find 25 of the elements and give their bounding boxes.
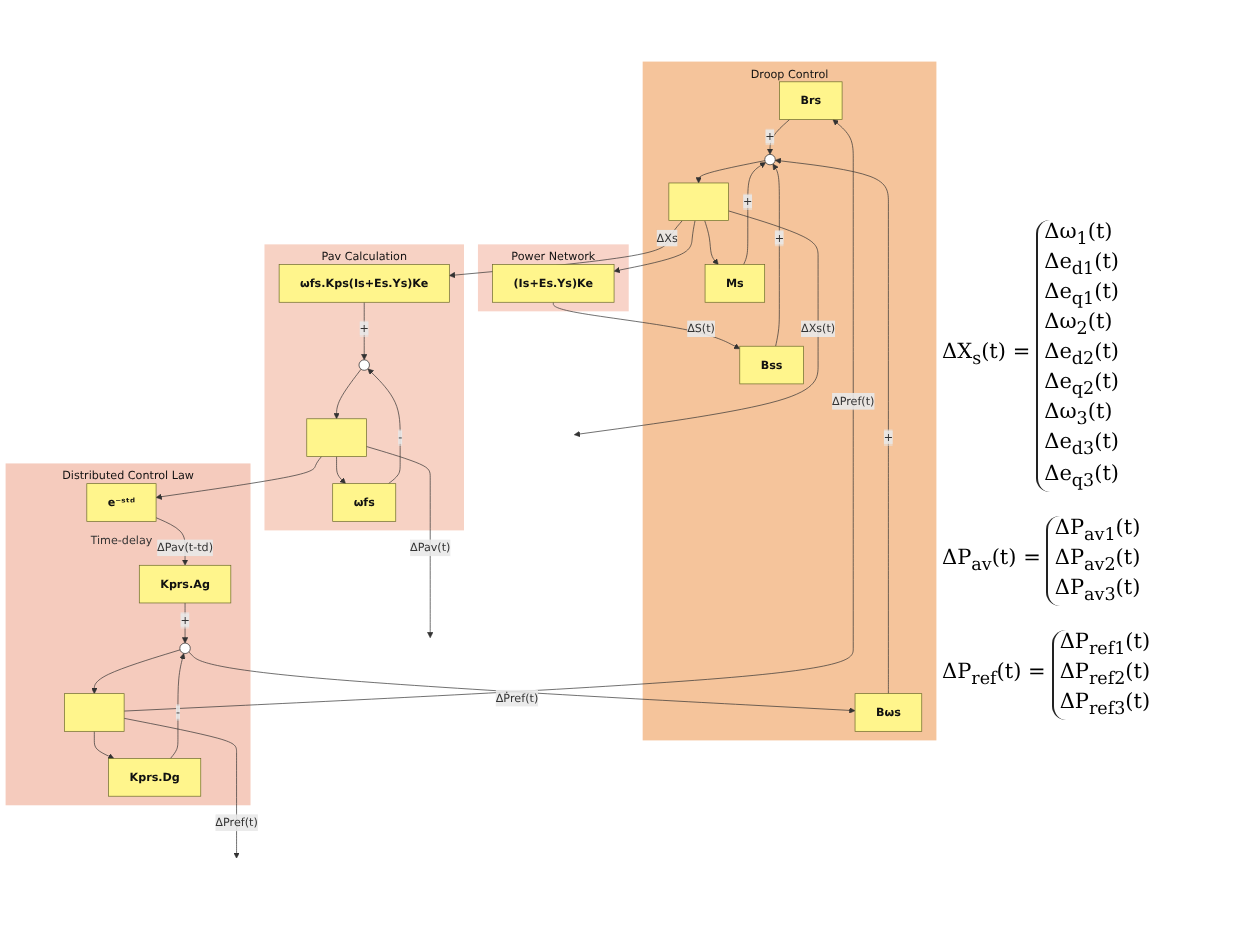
integrator-block [64,692,125,732]
equation-term: ΔP$_{av2}$(t) [1054,545,1141,576]
integrator-block [306,418,367,457]
summing-junction [358,359,370,371]
equation-term: ΔP$_{av3}$(t) [1054,575,1141,606]
equation-lhs: ΔP$_{ref}$(t) = [942,660,1046,691]
equation-lhs: ΔP$_{av}$(t) = [942,545,1041,576]
section-band [642,61,937,740]
summing-junction [179,642,191,654]
equation-term: Δe$_{d3}$(t) [1044,430,1120,462]
equation-term: Δe$_{d2}$(t) [1044,340,1120,371]
summing-junction [764,153,776,165]
equation-term: Δe$_{q1}$(t) [1044,279,1120,311]
equation-lhs: ΔX$_{s}$(t) = [942,340,1031,371]
equation-term: Δω$_{1}$(t) [1044,219,1115,250]
equation-term: Δe$_{q2}$(t) [1044,370,1120,401]
equation-term: ΔP$_{ref2}$(t) [1059,660,1151,691]
equation-term: Δe$_{d1}$(t) [1044,249,1120,280]
equation-term: ΔP$_{ref3}$(t) [1059,690,1151,721]
equation-term: ΔP$_{ref1}$(t) [1059,629,1151,661]
equation-term: Δω$_{3}$(t) [1044,400,1115,431]
integrator-block [668,182,729,221]
equation-term: ΔP$_{av1}$(t) [1054,515,1141,546]
equation-term: Δω$_{2}$(t) [1044,310,1115,341]
equation-term: Δe$_{q3}$(t) [1044,461,1120,492]
